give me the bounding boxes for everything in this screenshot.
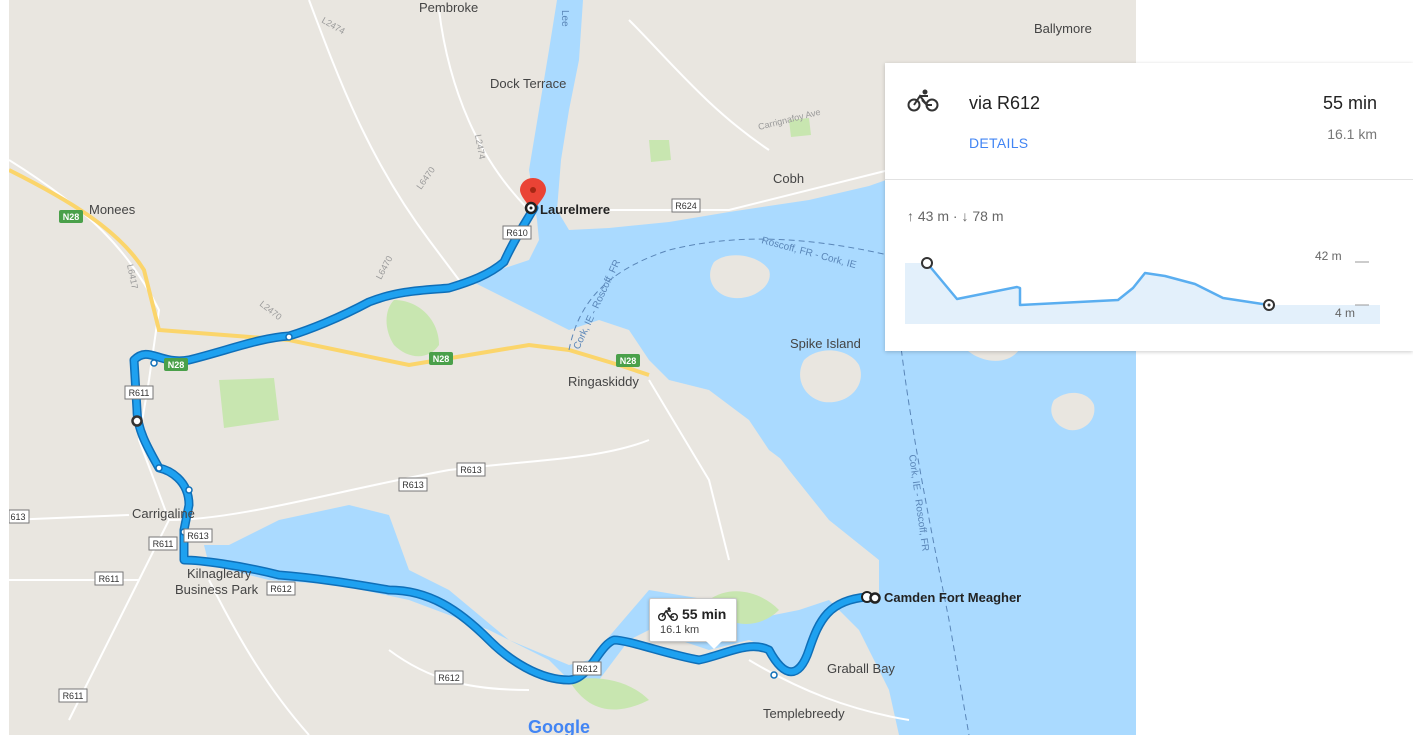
route-origin-marker[interactable]	[861, 591, 881, 604]
route-destination-label: Laurelmere	[540, 202, 610, 217]
route-info-bubble[interactable]: 55 min 16.1 km	[649, 598, 737, 649]
place-dock-terrace: Dock Terrace	[490, 76, 566, 91]
details-link[interactable]: DETAILS	[969, 135, 1029, 151]
elevation-descent: 78 m	[972, 208, 1004, 224]
shield-n28-ringaskiddy: N28	[616, 354, 640, 367]
svg-text:Google: Google	[528, 717, 590, 735]
green-areas	[219, 118, 811, 710]
route-waypoints	[131, 333, 778, 679]
svg-text:L2474: L2474	[473, 134, 487, 160]
ferry-lines	[568, 238, 970, 735]
svg-text:Lee: Lee	[559, 10, 570, 27]
place-kilnagleary: Kilnagleary	[187, 566, 252, 581]
shield-r611-carrigaline: R611	[148, 536, 178, 551]
place-templebreedy: Templebreedy	[763, 706, 845, 721]
arrow-up-icon: ↑	[907, 208, 914, 224]
shield-r610: R610	[502, 225, 532, 240]
place-pembroke: Pembroke	[419, 0, 478, 15]
svg-text:R611: R611	[153, 539, 174, 549]
place-carrigaline: Carrigaline	[132, 506, 195, 521]
svg-text:R611: R611	[99, 574, 120, 584]
shield-n28-east: N28	[429, 352, 453, 365]
svg-text:R611: R611	[63, 691, 84, 701]
route-tag-duration: 55 min	[682, 606, 727, 622]
svg-text:N28: N28	[63, 212, 80, 222]
directions-panel: via R612 DETAILS 55 min 16.1 km ↑ 43 m ·…	[885, 63, 1413, 351]
bicycle-icon	[907, 89, 939, 112]
shield-r613-carrigaline: R613	[183, 528, 213, 543]
shield-r611-north: R611	[124, 385, 154, 400]
shield-r611-south: R611	[58, 688, 88, 703]
shield-r612-east: R612	[572, 661, 602, 676]
shield-r613-mid: R613	[398, 477, 428, 492]
shield-n28-mid: N28	[164, 358, 188, 371]
route-via-label: via R612	[969, 93, 1041, 113]
svg-text:N28: N28	[620, 356, 637, 366]
shield-r624: R624	[671, 198, 701, 213]
place-cobh: Cobh	[773, 171, 804, 186]
shield-n28-west: N28	[59, 210, 83, 223]
elevation-area	[905, 263, 1380, 324]
elevation-profile-chart	[905, 257, 1380, 324]
svg-text:R612: R612	[576, 664, 598, 674]
route-line	[129, 203, 872, 685]
google-logo: Google	[528, 717, 590, 735]
elevation-min-label: 4 m	[1335, 306, 1356, 320]
route-distance: 16.1 km	[1327, 126, 1377, 142]
svg-text:R611: R611	[129, 388, 150, 398]
destination-pin[interactable]	[520, 178, 546, 215]
svg-text:R613: R613	[460, 465, 482, 475]
place-labels: Pembroke Ballymore Dock Terrace Monees C…	[89, 0, 1092, 721]
route-tag-distance: 16.1 km	[660, 624, 700, 636]
shield-r613-east: R613	[456, 462, 486, 477]
svg-text:R610: R610	[506, 228, 528, 238]
elevation-stats: ↑ 43 m · ↓ 78 m	[907, 208, 1003, 224]
svg-text:R613: R613	[187, 531, 209, 541]
shield-r611-west: R611	[94, 571, 124, 586]
svg-text:R613: R613	[402, 480, 424, 490]
svg-text:R624: R624	[675, 201, 697, 211]
svg-text:R612: R612	[438, 673, 460, 683]
svg-text:613: 613	[10, 512, 25, 522]
place-business-park: Business Park	[175, 582, 259, 597]
svg-text:N28: N28	[433, 354, 450, 364]
svg-text:N28: N28	[168, 360, 185, 370]
route-summary[interactable]: via R612 DETAILS 55 min 16.1 km	[885, 63, 1413, 180]
place-ballymore: Ballymore	[1034, 21, 1092, 36]
shield-r612-kilnagleary: R612	[266, 581, 296, 596]
route-duration: 55 min	[1322, 93, 1377, 113]
shield-r613-edge: 613	[9, 509, 30, 524]
elevation-max-label: 42 m	[1315, 249, 1342, 263]
minor-roads	[9, 0, 910, 735]
elevation-start-marker	[921, 257, 933, 269]
place-spike-island: Spike Island	[790, 336, 861, 351]
place-monees: Monees	[89, 202, 136, 217]
shield-r612-south: R612	[434, 670, 464, 685]
arrow-down-icon: ↓	[961, 208, 969, 224]
bicycle-icon	[658, 607, 678, 621]
elevation-ascent: 43 m	[917, 208, 950, 224]
road-shields: N28 N28 N28 N28 R610 R624 R611 R611 R611…	[9, 198, 701, 703]
elevation-line	[926, 262, 1270, 307]
svg-text:R612: R612	[270, 584, 292, 594]
separator: ·	[952, 208, 962, 224]
place-graball-bay: Graball Bay	[827, 661, 895, 676]
place-ringaskiddy: Ringaskiddy	[568, 374, 639, 389]
route-origin-label: Camden Fort Meagher	[884, 590, 1021, 605]
